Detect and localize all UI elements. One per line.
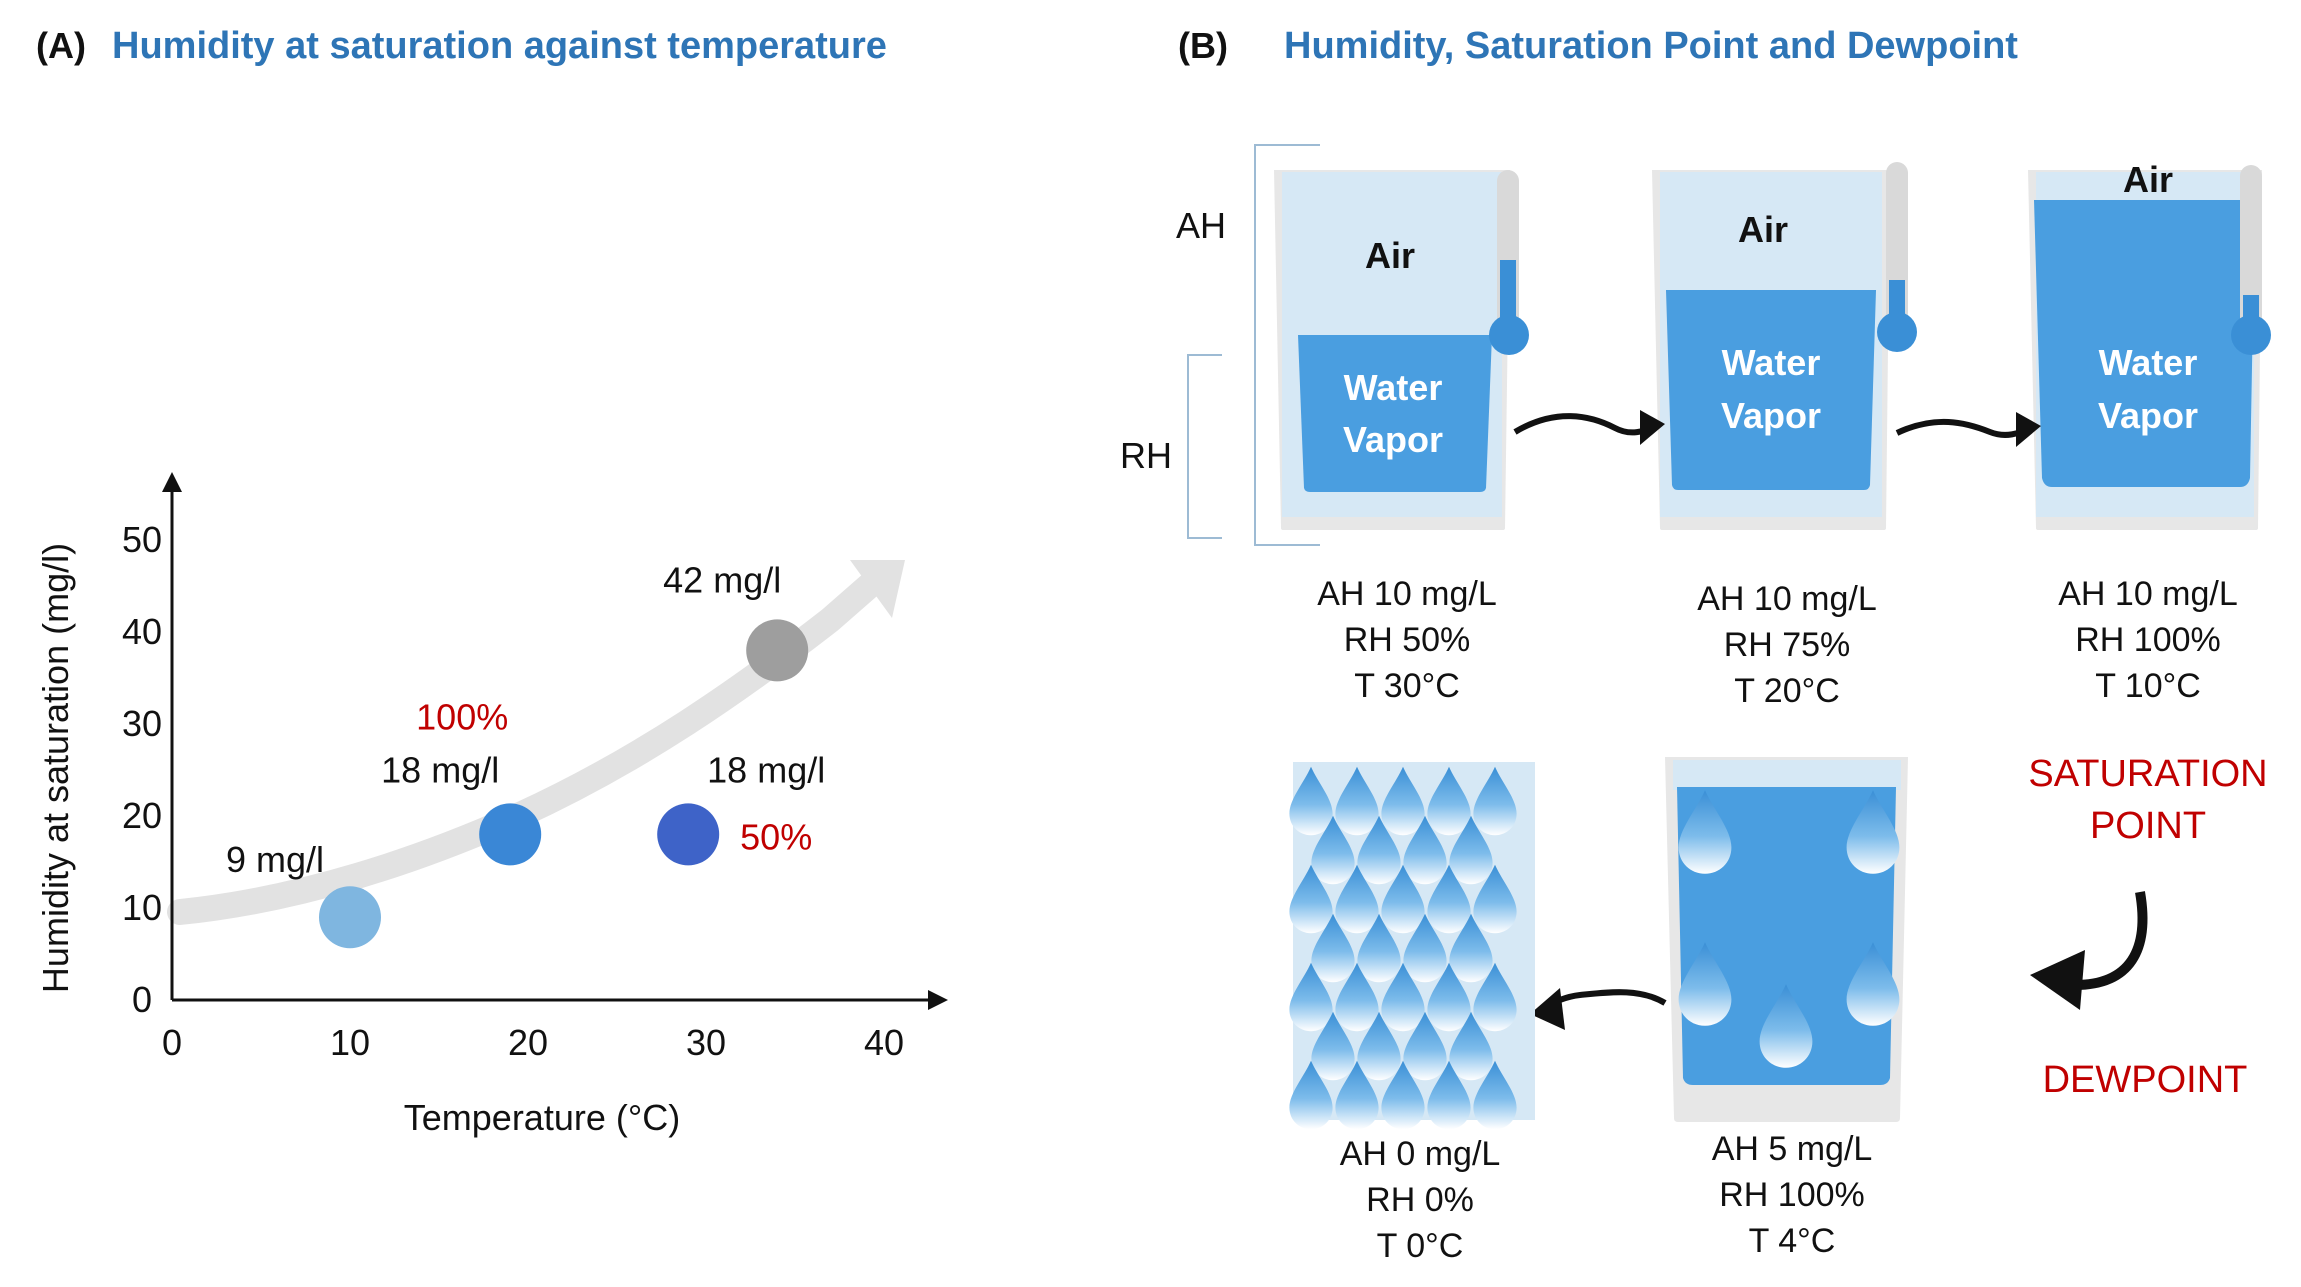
panel-b: (B) Humidity, Saturation Point and Dewpo… [1120, 25, 2271, 1265]
data-points: 9 mg/l 18 mg/l 100% 18 mg/l 50% 42 mg/l [226, 559, 825, 949]
arrow-1-to-2-head [1640, 410, 1665, 445]
data-point [657, 803, 720, 866]
data-point-label: 18 mg/l [707, 749, 825, 790]
air-label: Air [1738, 209, 1788, 250]
x-tick-label: 20 [508, 1022, 548, 1063]
panel-a-label: (A) [36, 25, 86, 66]
data-point-label: 42 mg/l [663, 559, 781, 600]
state-caption-line: RH 50% [1344, 621, 1471, 659]
data-point [746, 619, 809, 682]
x-tick-label: 30 [686, 1022, 726, 1063]
arrow-saturation-to-dewpoint-head [2030, 950, 2085, 1010]
cup-state-5 [1289, 762, 1535, 1130]
rh-bracket [1187, 354, 1222, 539]
y-tick-labels: 0 10 20 30 40 50 [122, 519, 162, 1020]
y-tick-label: 0 [132, 979, 152, 1020]
air-label: Air [2123, 159, 2173, 200]
state-caption-line: AH 5 mg/L [1712, 1130, 1873, 1168]
y-tick-label: 10 [122, 887, 162, 928]
arrow-4-to-5-head [1530, 988, 1565, 1030]
x-tick-label: 10 [330, 1022, 370, 1063]
thermometer-icon [1877, 162, 1917, 352]
air-label: Air [1365, 235, 1415, 276]
water-vapor-level [1666, 290, 1876, 490]
state-caption-line: T 4°C [1749, 1222, 1836, 1260]
x-axis-label: Temperature (°C) [404, 1097, 680, 1138]
data-point [319, 886, 381, 949]
x-tick-label: 0 [162, 1022, 182, 1063]
y-axis-arrowhead [162, 472, 182, 492]
data-point-note: 50% [740, 816, 812, 857]
state-caption-line: AH 0 mg/L [1340, 1135, 1501, 1173]
vapor-label: Vapor [2098, 395, 2198, 436]
water-label: Water [1722, 342, 1821, 383]
state-caption-line: T 0°C [1377, 1227, 1464, 1265]
panel-a: (A) Humidity at saturation against tempe… [35, 25, 948, 1138]
state-caption-line: RH 100% [1719, 1176, 1865, 1214]
vapor-label: Vapor [1343, 419, 1443, 460]
arrow-1-to-2 [1513, 413, 1657, 436]
data-point-label: 9 mg/l [226, 839, 324, 880]
data-point-label: 18 mg/l [381, 749, 499, 790]
state-captions-bottom: AH 5 mg/L RH 100% T 4°C AH 0 mg/L RH 0% T 0°C [1340, 1130, 1873, 1265]
x-tick-labels: 0 10 20 30 40 [162, 1022, 904, 1063]
data-point-note: 100% [416, 696, 508, 737]
cup-state-4 [1665, 757, 1908, 1122]
state-caption-line: T 20°C [1734, 672, 1840, 710]
cup-state-1: Air Water Vapor [1274, 170, 1529, 530]
saturation-point-label-line1: SATURATION [2028, 753, 2267, 795]
state-caption-line: AH 10 mg/L [1317, 575, 1497, 613]
vapor-label: Vapor [1721, 395, 1821, 436]
water-label: Water [1344, 367, 1443, 408]
cup-state-3: Air Water Vapor [2028, 159, 2271, 530]
y-axis-label: Humidity at saturation (mg/l) [35, 543, 76, 993]
state-caption-line: AH 10 mg/L [2058, 575, 2238, 613]
arrow-2-to-3 [1895, 418, 2032, 438]
state-caption-line: RH 75% [1724, 626, 1851, 664]
panel-a-title: Humidity at saturation against temperatu… [112, 25, 887, 67]
panel-b-title: Humidity, Saturation Point and Dewpoint [1284, 25, 2018, 67]
ah-bracket [1254, 144, 1320, 546]
cup-state-2: Air Water Vapor [1652, 162, 1917, 530]
y-tick-label: 30 [122, 703, 162, 744]
dewpoint-label: DEWPOINT [2043, 1059, 2248, 1101]
water-level [1677, 787, 1896, 1085]
state-captions-top: AH 10 mg/L RH 50% T 30°C AH 10 mg/L RH 75% T … [1317, 575, 2238, 710]
saturation-trend-arrowhead [850, 560, 905, 618]
water-label: Water [2099, 342, 2198, 383]
panel-b-label: (B) [1178, 25, 1228, 66]
saturation-point-label-line2: POINT [2090, 805, 2206, 847]
rh-bracket-label: RH [1120, 435, 1172, 476]
y-tick-label: 50 [122, 519, 162, 560]
state-caption-line: T 10°C [2095, 667, 2201, 705]
ah-bracket-label: AH [1176, 205, 1226, 246]
arrow-2-to-3-head [2016, 412, 2041, 447]
state-caption-line: AH 10 mg/L [1697, 580, 1877, 618]
state-caption-line: RH 0% [1366, 1181, 1474, 1219]
arrow-saturation-to-dewpoint [2074, 891, 2148, 990]
data-point [479, 803, 542, 866]
x-tick-label: 40 [864, 1022, 904, 1063]
cup-air-region [1673, 760, 1901, 790]
y-tick-label: 20 [122, 795, 162, 836]
water-vapor-level [1298, 335, 1492, 492]
thermometer-icon [1489, 170, 1529, 355]
thermometer-icon [2231, 165, 2271, 355]
y-tick-label: 40 [122, 611, 162, 652]
water-vapor-level [2034, 200, 2255, 487]
state-caption-line: T 30°C [1354, 667, 1460, 705]
x-axis-arrowhead [928, 990, 948, 1010]
state-caption-line: RH 100% [2075, 621, 2221, 659]
